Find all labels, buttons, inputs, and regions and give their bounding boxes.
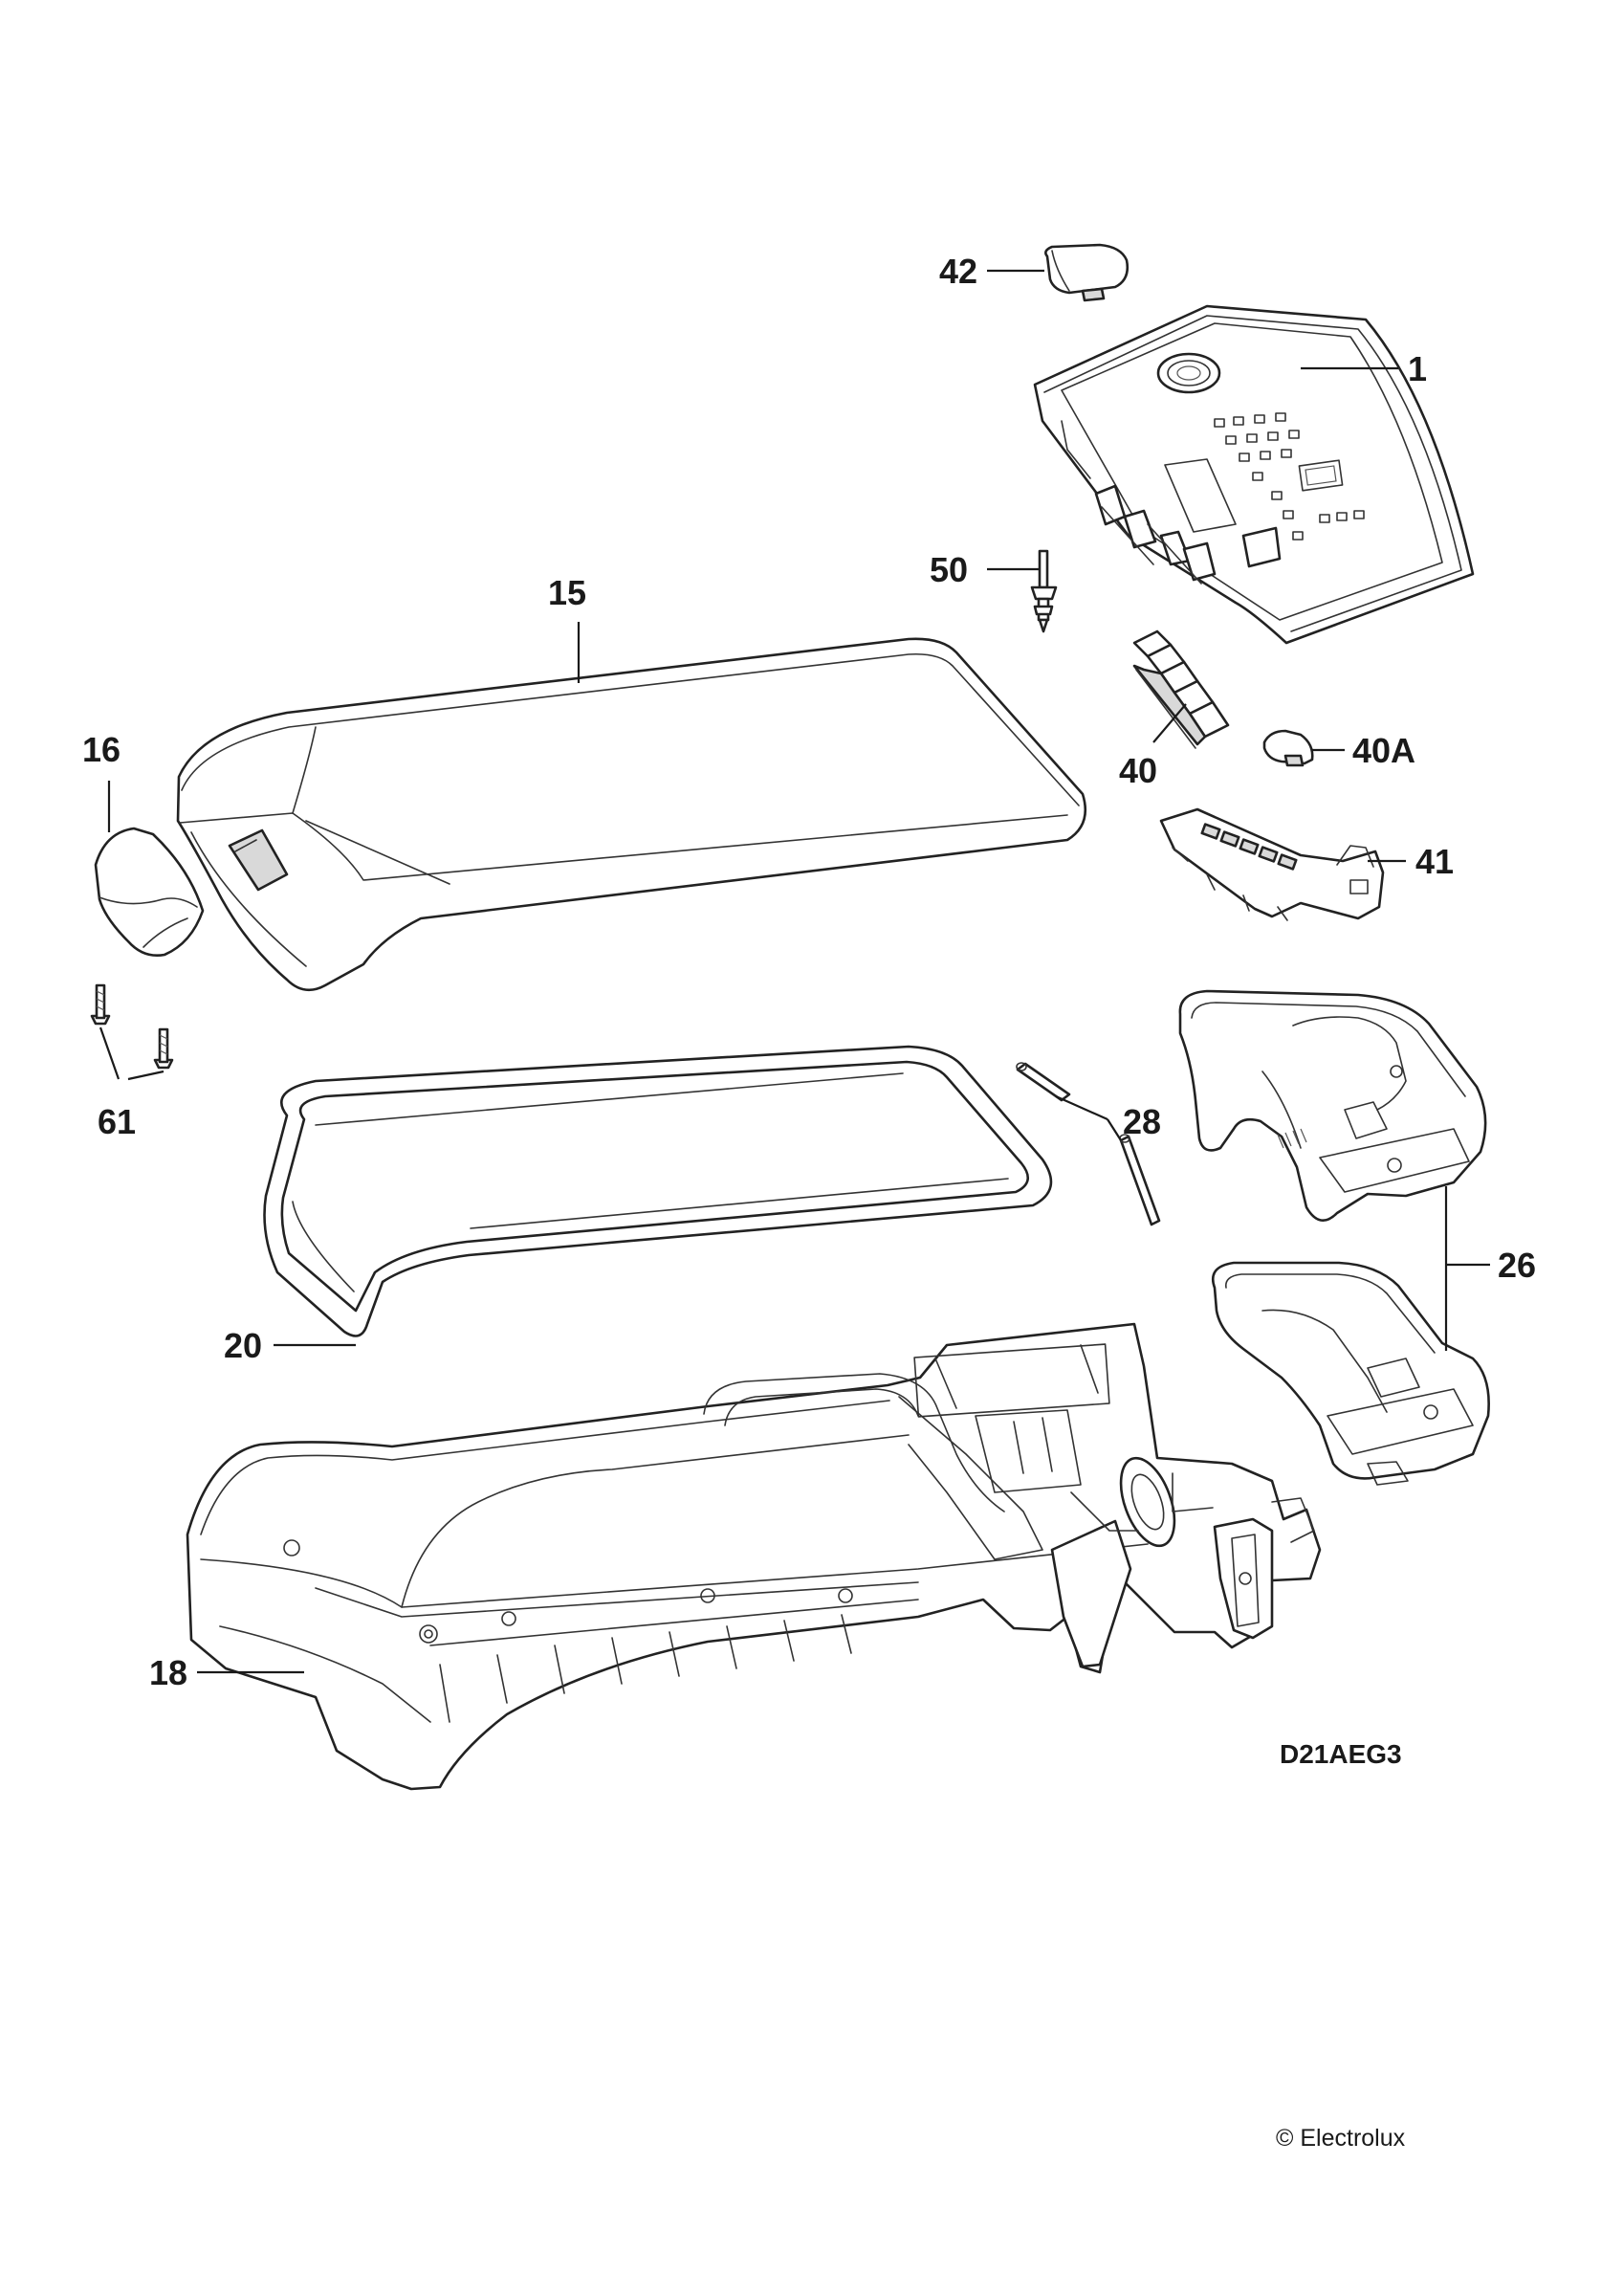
callout-42: 42	[939, 252, 977, 291]
part-40A-button	[1262, 729, 1314, 767]
part-16-cap	[94, 827, 205, 957]
callout-41: 41	[1415, 842, 1454, 881]
part-15-lid	[176, 637, 1087, 992]
part-26-dispenser	[1178, 989, 1490, 1486]
part-1-control-panel	[1033, 304, 1475, 645]
part-18-tub-base	[186, 1322, 1322, 1791]
callout-61: 61	[98, 1102, 136, 1141]
part-50-pin	[1030, 549, 1058, 633]
callout-1: 1	[1408, 349, 1427, 388]
part-42-knob	[1044, 243, 1130, 302]
part-20-gasket	[263, 1045, 1053, 1337]
callout-40A: 40A	[1352, 731, 1415, 770]
part-61-screws	[90, 983, 174, 1070]
drawing-code: D21AEG3	[1280, 1739, 1402, 1769]
leader-lines	[99, 269, 1490, 1674]
part-40-button-block	[1132, 629, 1230, 749]
callout-26: 26	[1498, 1246, 1536, 1285]
callout-20: 20	[224, 1326, 262, 1365]
callout-labels: 42 1 50 15 16 40 40A 41 61 28 26 20 18	[82, 252, 1536, 1692]
callout-40: 40	[1119, 751, 1157, 790]
copyright-notice: © Electrolux	[1276, 2125, 1406, 2152]
callout-28: 28	[1123, 1102, 1161, 1141]
part-41-pcb	[1159, 807, 1385, 921]
part-28-pins	[1016, 1062, 1161, 1226]
callout-16: 16	[82, 730, 121, 769]
callout-18: 18	[149, 1653, 187, 1692]
callout-50: 50	[930, 550, 968, 589]
callout-15: 15	[548, 573, 586, 612]
